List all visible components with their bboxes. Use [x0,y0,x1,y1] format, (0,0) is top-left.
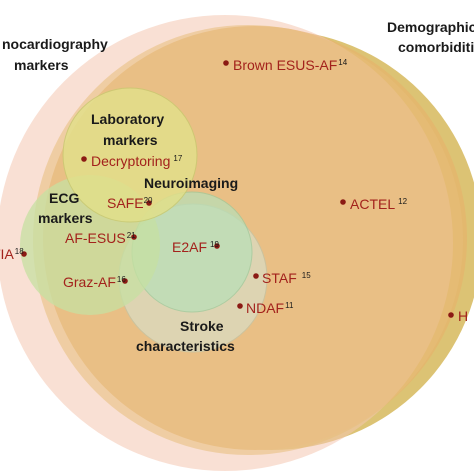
ecg-label-line1: ECG [49,190,79,206]
score-dot-staf [253,273,259,279]
demographics-label-line2: comorbiditi [398,39,474,55]
stroke-label-line1: Stroke [180,318,224,334]
score-label-safe: SAFE20 [107,195,153,211]
score-label-h: H [458,308,468,324]
score-label-graz-af: Graz-AF16 [63,274,126,290]
score-label-brown-esus-af: Brown ESUS-AF14 [233,57,348,73]
score-dot-decryptoring [81,156,87,162]
score-dot-graz-af [122,278,128,284]
demographics-label-line1: Demographic [387,19,474,35]
laboratory-label-line1: Laboratory [91,111,164,127]
score-label-ndaf: NDAF11 [246,300,294,316]
echo-label-line2: markers [14,57,69,73]
echo-label-line1: nocardiography [2,36,108,52]
laboratory-label-line2: markers [103,132,158,148]
score-dot-e2af [214,243,220,249]
score-dot-af-esus [131,234,137,240]
neuroimaging-label: Neuroimaging [144,175,238,191]
laboratory-circle [62,87,198,223]
ecg-label-line2: markers [38,210,93,226]
score-dot-ndaf [237,303,243,309]
score-label-tia: TIA18 [0,246,24,262]
score-dot-brown-esus-af [223,60,229,66]
score-dot-tia [21,251,27,257]
score-dot-h [448,312,454,318]
score-dot-safe [146,200,152,206]
score-label-af-esus: AF-ESUS21 [65,230,136,246]
stroke-label-line2: characteristics [136,338,235,354]
score-dot-actel [340,199,346,205]
